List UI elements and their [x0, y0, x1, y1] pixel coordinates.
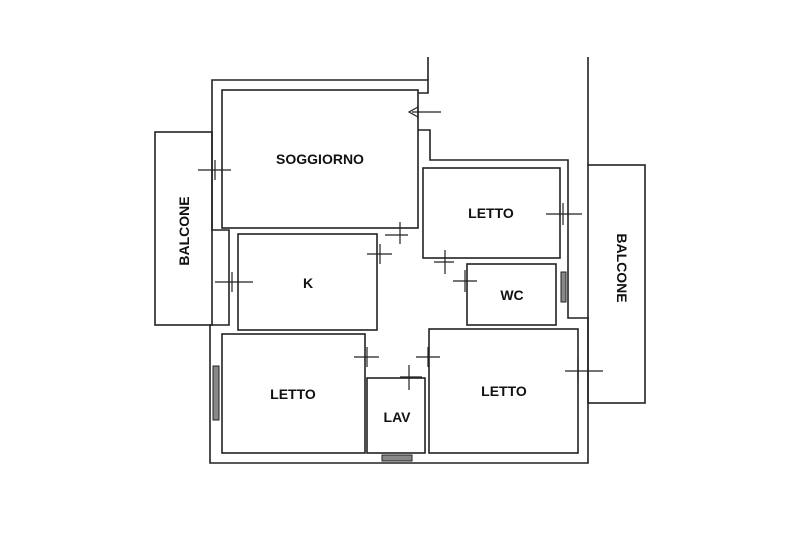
label-kitchen: K — [303, 275, 313, 291]
outer-wall — [209, 79, 589, 464]
label-balcone-left: BALCONE — [176, 196, 192, 265]
room-letto-right — [428, 328, 579, 454]
balcone-right-outline — [587, 164, 646, 404]
door-markers — [198, 160, 603, 390]
room-soggiorno — [221, 89, 419, 229]
room-letto-top-right — [422, 167, 561, 259]
window-letto-left — [212, 365, 220, 421]
label-wc: WC — [500, 287, 523, 303]
room-lav — [366, 377, 426, 454]
arrow-left-icon — [407, 106, 441, 119]
label-letto-right: LETTO — [481, 383, 527, 399]
window-wc — [560, 271, 567, 303]
room-wc — [466, 263, 557, 326]
room-kitchen — [237, 233, 378, 331]
label-soggiorno: SOGGIORNO — [276, 151, 364, 167]
label-lav: LAV — [384, 409, 412, 425]
label-letto-top-right: LETTO — [468, 205, 514, 221]
label-letto-left: LETTO — [270, 386, 316, 402]
window-lav — [381, 454, 413, 462]
label-balcone-right: BALCONE — [614, 233, 630, 302]
room-letto-left — [221, 333, 366, 454]
